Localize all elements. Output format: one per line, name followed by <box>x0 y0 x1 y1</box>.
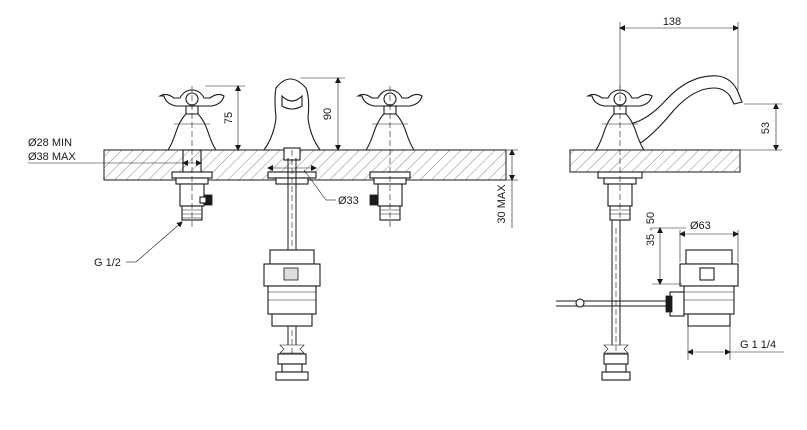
label-hole-max: Ø38 MAX <box>28 151 76 163</box>
countertop-section-side <box>569 149 741 173</box>
dim-waste-depth: 35 - 50 <box>645 212 686 285</box>
dim-spout-hole: Ø33 <box>267 165 359 207</box>
dim-hole-size: Ø28 MIN Ø38 MAX <box>28 137 202 166</box>
label-hole-spout: Ø33 <box>338 195 359 207</box>
label-waste-thread: G 1 1/4 <box>740 339 776 351</box>
side-view: 138 53 Ø63 35 - 50 G 1 1/ <box>556 16 784 381</box>
dim-deck-thickness: 30 MAX <box>496 149 518 228</box>
label-spout-reach: 138 <box>663 16 681 28</box>
left-cross-handle <box>158 86 225 228</box>
label-waste-diameter: Ø63 <box>690 220 711 232</box>
label-inlet-thread: G 1/2 <box>94 257 121 269</box>
side-spout <box>629 75 743 147</box>
front-spout <box>262 78 322 381</box>
label-waste-depth: 35 - 50 <box>645 212 657 246</box>
label-handle-height: 75 <box>223 112 235 124</box>
front-view: 75 90 Ø28 MIN Ø38 MAX Ø33 30 MAX <box>28 77 518 381</box>
side-waste <box>665 249 739 327</box>
dim-waste-diameter: Ø63 <box>679 220 739 262</box>
dim-waste-thread: G 1 1/4 <box>687 326 784 360</box>
label-spout-height: 90 <box>322 108 334 120</box>
dim-spout-reach: 138 <box>619 16 739 90</box>
dim-inlet-thread: G 1/2 <box>94 221 183 269</box>
dim-outlet-height: 53 <box>740 103 782 151</box>
dim-spout-height: 90 <box>300 77 345 151</box>
dim-handle-height: 75 <box>205 85 245 151</box>
label-outlet-height: 53 <box>760 122 772 134</box>
label-deck-thickness: 30 MAX <box>496 184 508 224</box>
right-cross-handle <box>356 86 423 228</box>
label-hole-min: Ø28 MIN <box>28 137 72 149</box>
